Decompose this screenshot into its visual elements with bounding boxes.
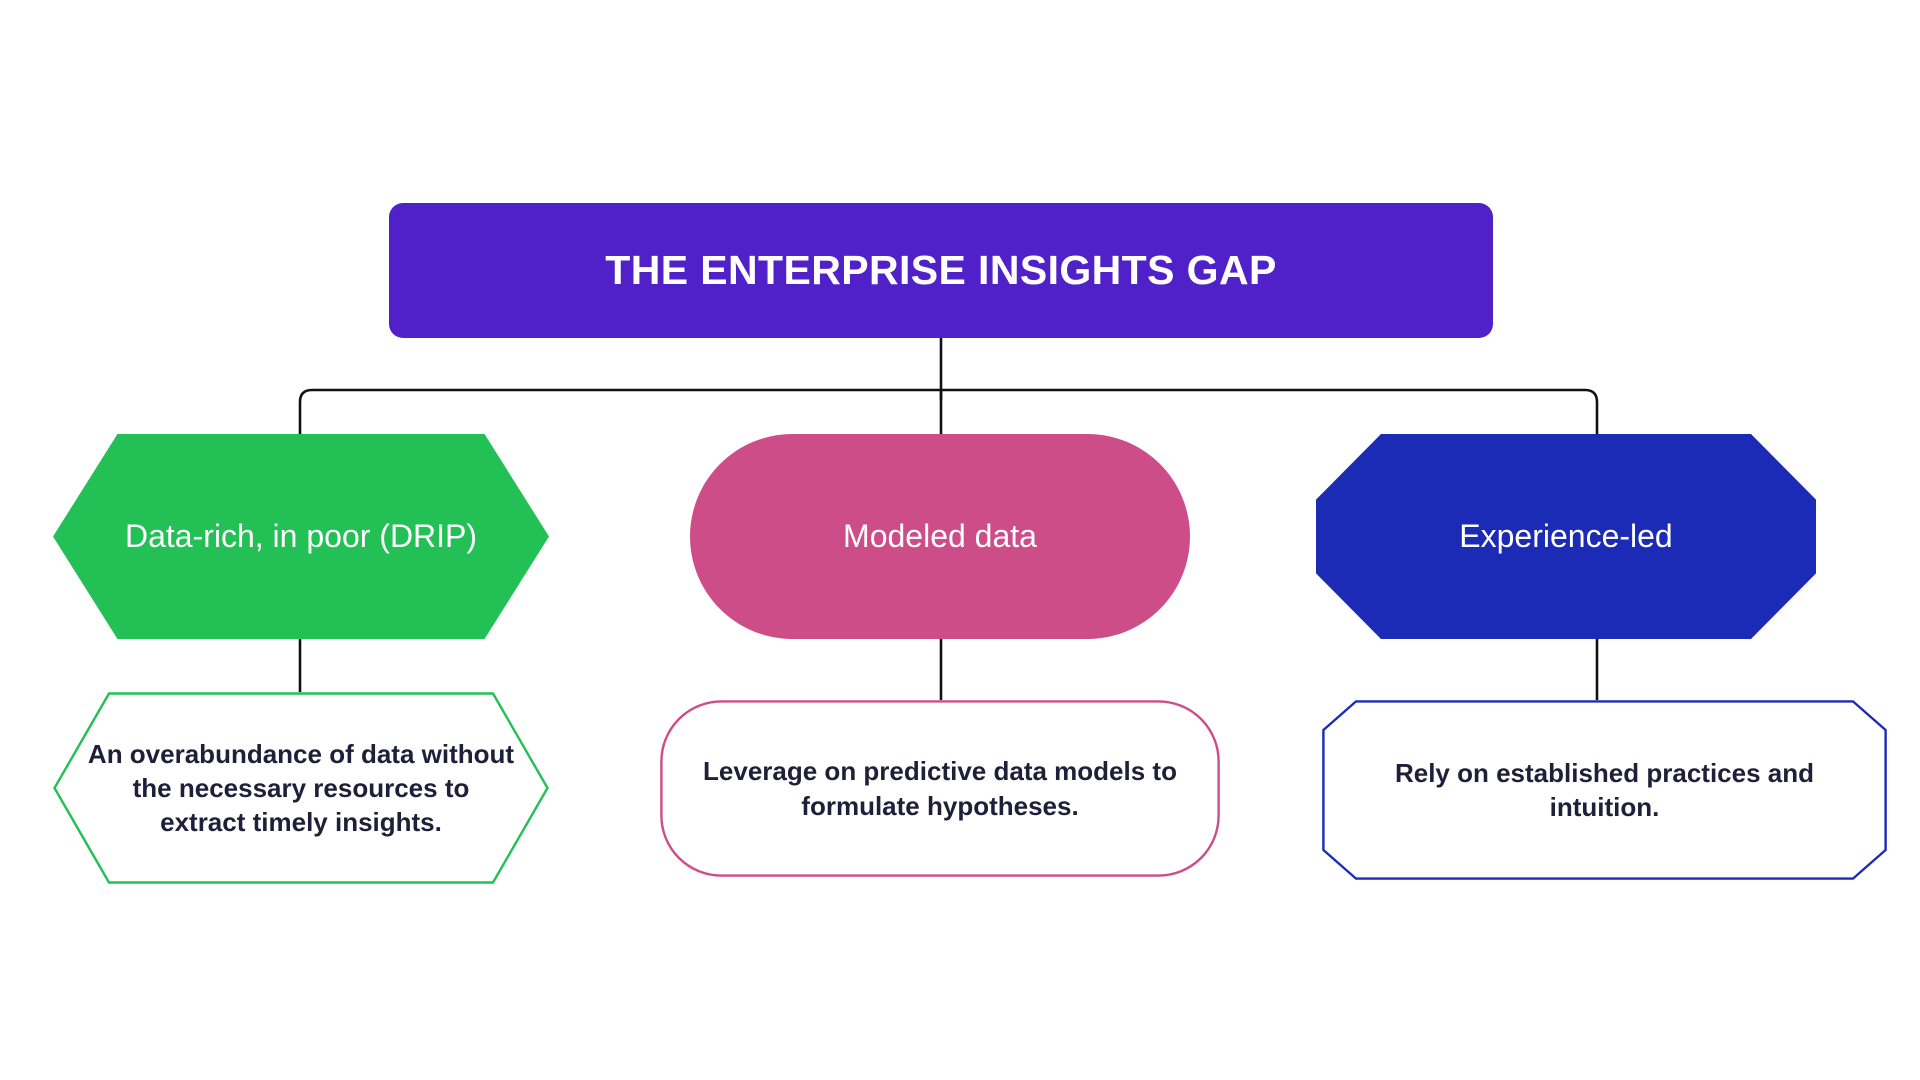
page-title: THE ENTERPRISE INSIGHTS GAP: [605, 246, 1277, 293]
description-experience-led-text: Rely on established practices and intuit…: [1394, 757, 1815, 822]
description-drip: An overabundance of data without the nec…: [53, 692, 549, 884]
node-modeled-data-label: Modeled data: [843, 518, 1037, 555]
node-modeled-data[interactable]: Modeled data: [690, 434, 1190, 639]
description-drip-outline: [53, 692, 549, 884]
description-modeled-data-text: Leverage on predictive data models to fo…: [703, 756, 1177, 821]
node-drip-label: Data-rich, in poor (DRIP): [124, 518, 478, 555]
connector-bus: [298, 388, 1599, 410]
description-drip-text: An overabundance of data without the nec…: [87, 738, 515, 838]
node-experience-led-label: Experience-led: [1459, 518, 1673, 555]
description-modeled-data: Leverage on predictive data models to fo…: [660, 700, 1220, 877]
description-experience-led: Rely on established practices and intuit…: [1322, 700, 1887, 880]
node-drip[interactable]: Data-rich, in poor (DRIP): [53, 434, 549, 639]
node-experience-led[interactable]: Experience-led: [1316, 434, 1816, 639]
description-experience-led-outline: [1322, 700, 1887, 880]
diagram-title-banner: THE ENTERPRISE INSIGHTS GAP: [389, 203, 1493, 338]
